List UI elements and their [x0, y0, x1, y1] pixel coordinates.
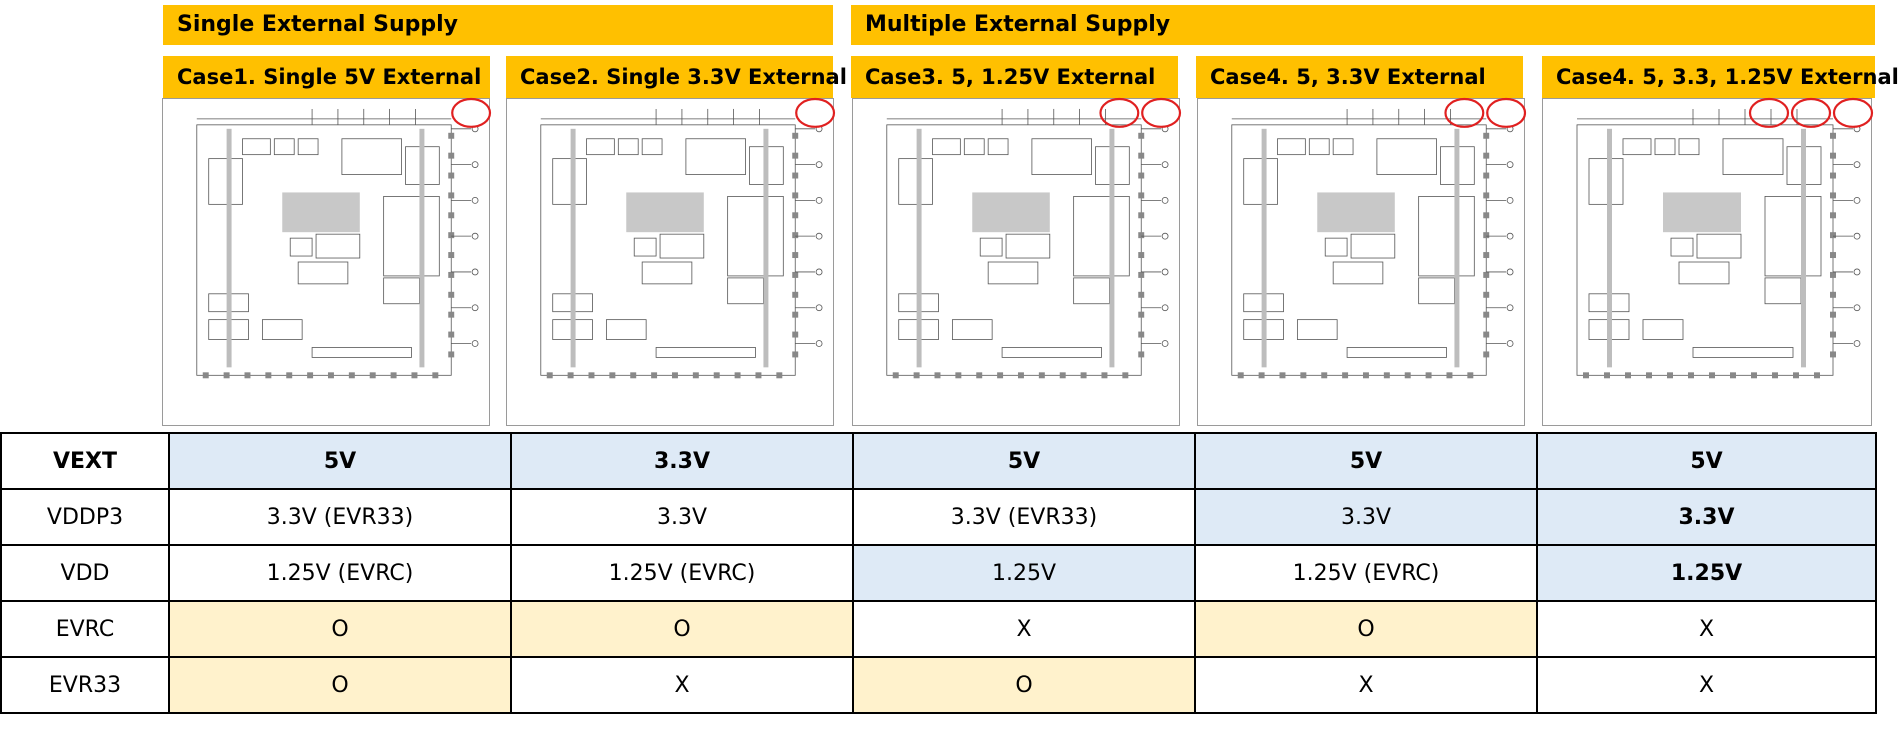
table-cell: 3.3V (EVR33) [852, 488, 1196, 546]
table-cell: X [852, 600, 1196, 658]
table-cell: O [168, 600, 512, 658]
block-diagram-svg [886, 97, 1182, 379]
case1-block-diagram [162, 97, 492, 426]
case2-title: Case2. Single 3.3V External [506, 56, 847, 98]
table-cell: 5V [168, 432, 512, 490]
block-diagram-svg [540, 97, 836, 379]
supply-comparison-table: VEXT 5V 3.3V 5V 5V 5V VDDP3 3.3V (EVR33)… [0, 432, 1877, 714]
table-cell: X [1536, 656, 1877, 714]
table-cell: O [510, 600, 854, 658]
row-label-vddp3: VDDP3 [0, 488, 170, 546]
table-row-vddp3: VDDP3 3.3V (EVR33) 3.3V 3.3V (EVR33) 3.3… [0, 488, 1877, 546]
single-supply-banner: Single External Supply [163, 5, 833, 45]
table-cell: 3.3V [1194, 488, 1538, 546]
block-diagram-svg [1576, 97, 1874, 379]
table-row-evr33: EVR33 O X O X X [0, 656, 1877, 714]
table-cell: X [1536, 600, 1877, 658]
table-cell: 1.25V (EVRC) [168, 544, 512, 602]
case1-title: Case1. Single 5V External [163, 56, 490, 98]
table-cell: 1.25V [852, 544, 1196, 602]
table-cell: 5V [1194, 432, 1538, 490]
table-cell: O [852, 656, 1196, 714]
table-cell: 1.25V (EVRC) [510, 544, 854, 602]
case2-block-diagram [506, 97, 836, 426]
table-row-evrc: EVRC O O X O X [0, 600, 1877, 658]
table-cell: 3.3V [510, 488, 854, 546]
block-diagram-svg [1231, 97, 1527, 379]
multiple-supply-banner: Multiple External Supply [851, 5, 1875, 45]
row-label-vext: VEXT [0, 432, 170, 490]
case3-title: Case3. 5, 1.25V External [851, 56, 1178, 98]
case3-block-diagram [852, 97, 1182, 426]
table-row-vdd: VDD 1.25V (EVRC) 1.25V (EVRC) 1.25V 1.25… [0, 544, 1877, 602]
table-cell: O [1194, 600, 1538, 658]
table-cell: 3.3V [1536, 488, 1877, 546]
table-cell: O [168, 656, 512, 714]
row-label-evr33: EVR33 [0, 656, 170, 714]
table-cell: X [1194, 656, 1538, 714]
table-cell: 3.3V [510, 432, 854, 490]
table-cell: X [510, 656, 854, 714]
case4-block-diagram [1197, 97, 1527, 426]
case4-title: Case4. 5, 3.3V External [1196, 56, 1523, 98]
table-cell: 5V [1536, 432, 1877, 490]
case5-block-diagram [1542, 97, 1874, 426]
row-label-evrc: EVRC [0, 600, 170, 658]
block-diagram-svg [196, 97, 492, 379]
table-cell: 1.25V [1536, 544, 1877, 602]
row-label-vdd: VDD [0, 544, 170, 602]
case5-title: Case4. 5, 3.3, 1.25V External [1542, 56, 1899, 98]
table-cell: 5V [852, 432, 1196, 490]
table-row-vext: VEXT 5V 3.3V 5V 5V 5V [0, 432, 1877, 490]
table-cell: 1.25V (EVRC) [1194, 544, 1538, 602]
table-cell: 3.3V (EVR33) [168, 488, 512, 546]
